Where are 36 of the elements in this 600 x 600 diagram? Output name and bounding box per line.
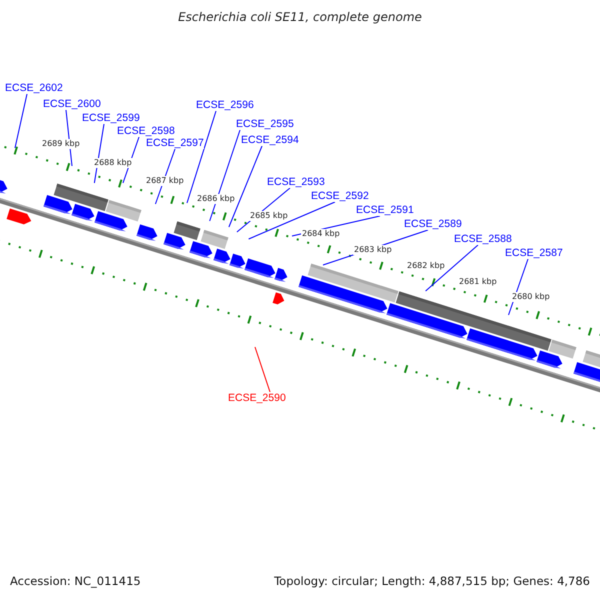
position-label: 2680 kbp <box>511 292 551 302</box>
leader-line <box>94 124 104 184</box>
genome-info-text: Topology: circular; Length: 4,887,515 bp; Genes: 4,786 <box>274 574 590 588</box>
genome-info-text: Accession: NC_011415 <box>10 574 141 588</box>
leader-line <box>425 244 478 292</box>
gene-label: ECSE_2594 <box>241 134 299 146</box>
position-label: 2682 kbp <box>406 261 446 271</box>
leader-line <box>186 110 216 204</box>
gene-label: ECSE_2589 <box>404 218 462 230</box>
position-label: 2683 kbp <box>353 245 393 255</box>
gene-label: ECSE_2593 <box>267 176 325 188</box>
gene-label: ECSE_2596 <box>196 99 254 111</box>
leader-line <box>228 146 262 228</box>
title: Escherichia coli SE11, complete genome <box>177 10 423 24</box>
gene-label: ECSE_2587 <box>505 247 563 259</box>
gene-label: ECSE_2599 <box>82 112 140 124</box>
gene-label: ECSE_2597 <box>146 137 204 149</box>
position-label: 2684 kbp <box>301 229 341 239</box>
leader-line <box>248 202 336 240</box>
gene-label: ECSE_2602 <box>5 82 63 94</box>
gene-label: ECSE_2590 <box>228 392 286 404</box>
leader-line <box>254 346 270 392</box>
position-label: 2685 kbp <box>249 211 289 221</box>
gene-label: ECSE_2600 <box>43 98 101 110</box>
leader-line <box>14 94 28 148</box>
gene-label: ECSE_2588 <box>454 233 512 245</box>
position-label: 2687 kbp <box>145 176 185 186</box>
leader-line <box>209 130 240 222</box>
position-label: 2689 kbp <box>41 139 81 149</box>
gene-label: ECSE_2592 <box>311 190 369 202</box>
gene-label: ECSE_2591 <box>356 204 414 216</box>
position-label: 2686 kbp <box>196 194 236 204</box>
position-label: 2681 kbp <box>458 277 498 287</box>
gene-label: ECSE_2595 <box>236 118 294 130</box>
position-label: 2688 kbp <box>93 158 133 168</box>
gene-label: ECSE_2598 <box>117 125 175 137</box>
